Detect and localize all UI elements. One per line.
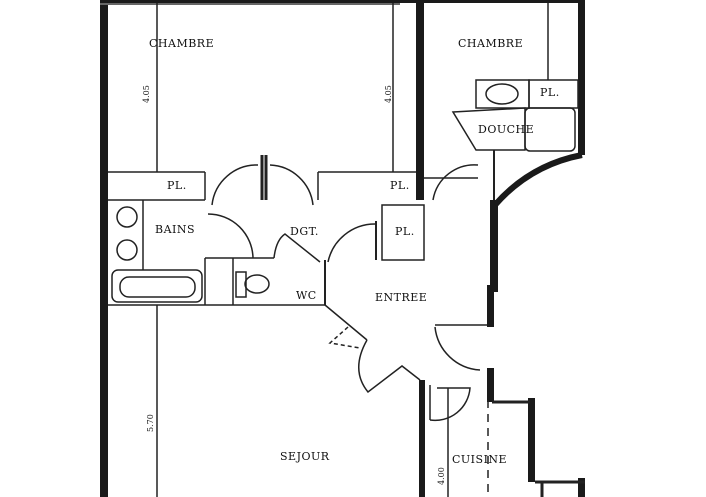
room-label-wc: WC <box>296 289 317 302</box>
room-label-entree: ENTREE <box>375 291 428 304</box>
closet-label: PL. <box>390 179 410 192</box>
exterior-walls <box>100 0 585 497</box>
dimension-label: 4.05 <box>384 85 393 103</box>
room-label-douche: DOUCHE <box>478 123 535 136</box>
closet-label: PL. <box>395 225 415 238</box>
curved-wall <box>492 152 583 207</box>
room-label-bains: BAINS <box>155 223 196 236</box>
room-label-chambre-1: CHAMBRE <box>149 37 215 50</box>
closet-label: PL. <box>540 86 560 99</box>
room-label-sejour: SEJOUR <box>280 450 330 463</box>
room-label-dgt: DGT. <box>290 225 319 238</box>
dimension-label: 4.00 <box>437 467 446 485</box>
room-label-cuisine: CUISINE <box>452 453 508 466</box>
room-label-chambre-2: CHAMBRE <box>458 37 524 50</box>
dimension-label: 5.70 <box>146 414 155 432</box>
interior-lines <box>108 3 585 497</box>
closet-label: PL. <box>167 179 187 192</box>
dimension-label: 4.05 <box>142 85 151 103</box>
